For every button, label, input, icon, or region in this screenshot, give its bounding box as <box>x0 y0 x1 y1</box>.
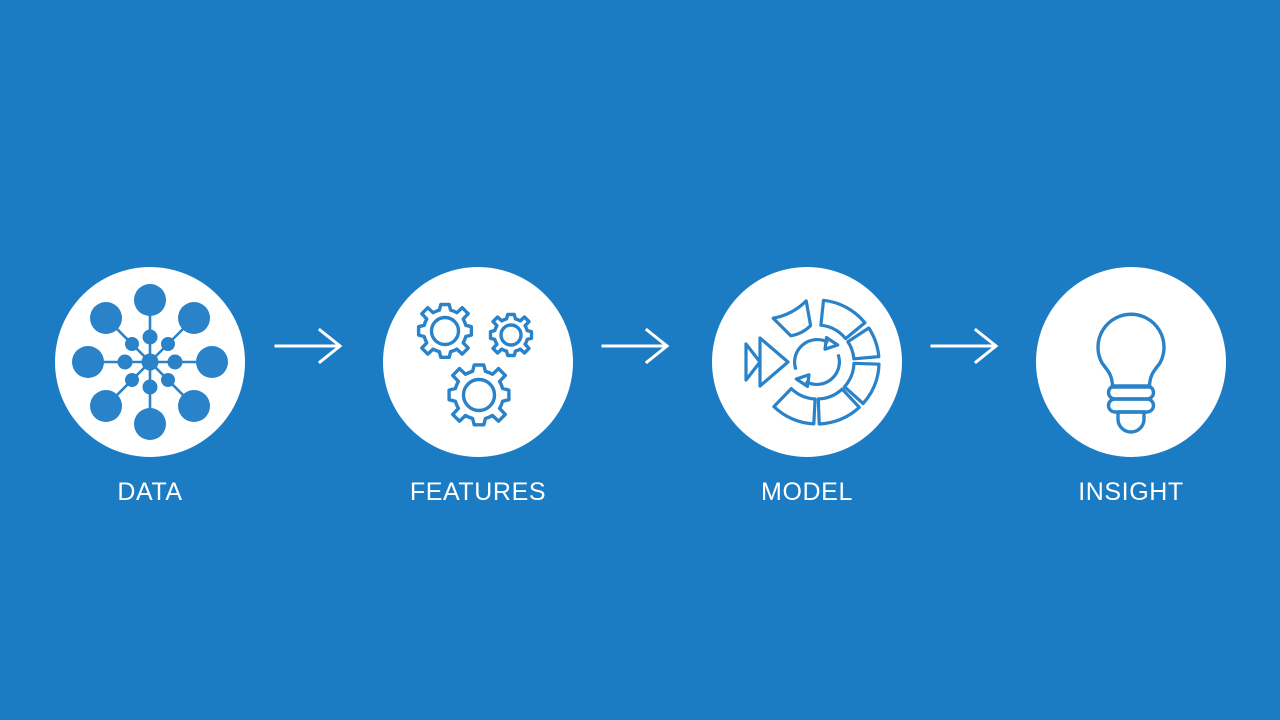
pipeline-connector-1 <box>272 326 348 366</box>
pipeline-stage-features[interactable]: FEATURES <box>363 267 593 506</box>
model-segments-icon <box>744 298 881 426</box>
pipeline-stage-insight[interactable]: INSIGHT <box>1016 267 1246 506</box>
pipeline-stage-label: FEATURES <box>409 478 547 506</box>
lightbulb-icon <box>1096 312 1166 434</box>
icon-disc-data <box>55 267 245 457</box>
pipeline-stage-label: DATA <box>117 478 183 506</box>
arrow-right-icon <box>601 327 670 365</box>
pipeline-stage-model[interactable]: MODEL <box>692 267 922 506</box>
pipeline-stage-label: MODEL <box>761 478 853 506</box>
pipeline-connector-2 <box>599 326 675 366</box>
icon-disc-features <box>383 267 573 457</box>
pipeline-connector-3 <box>928 326 1004 366</box>
arrow-right-icon <box>274 327 343 365</box>
pipeline-stage-data[interactable]: DATA <box>35 267 265 506</box>
pipeline-stage-label: INSIGHT <box>1078 478 1184 506</box>
icon-disc-insight <box>1036 267 1226 457</box>
icon-disc-model <box>712 267 902 457</box>
gears-icon <box>416 302 534 427</box>
arrow-right-icon <box>930 327 999 365</box>
network-nodes-icon <box>72 284 228 440</box>
